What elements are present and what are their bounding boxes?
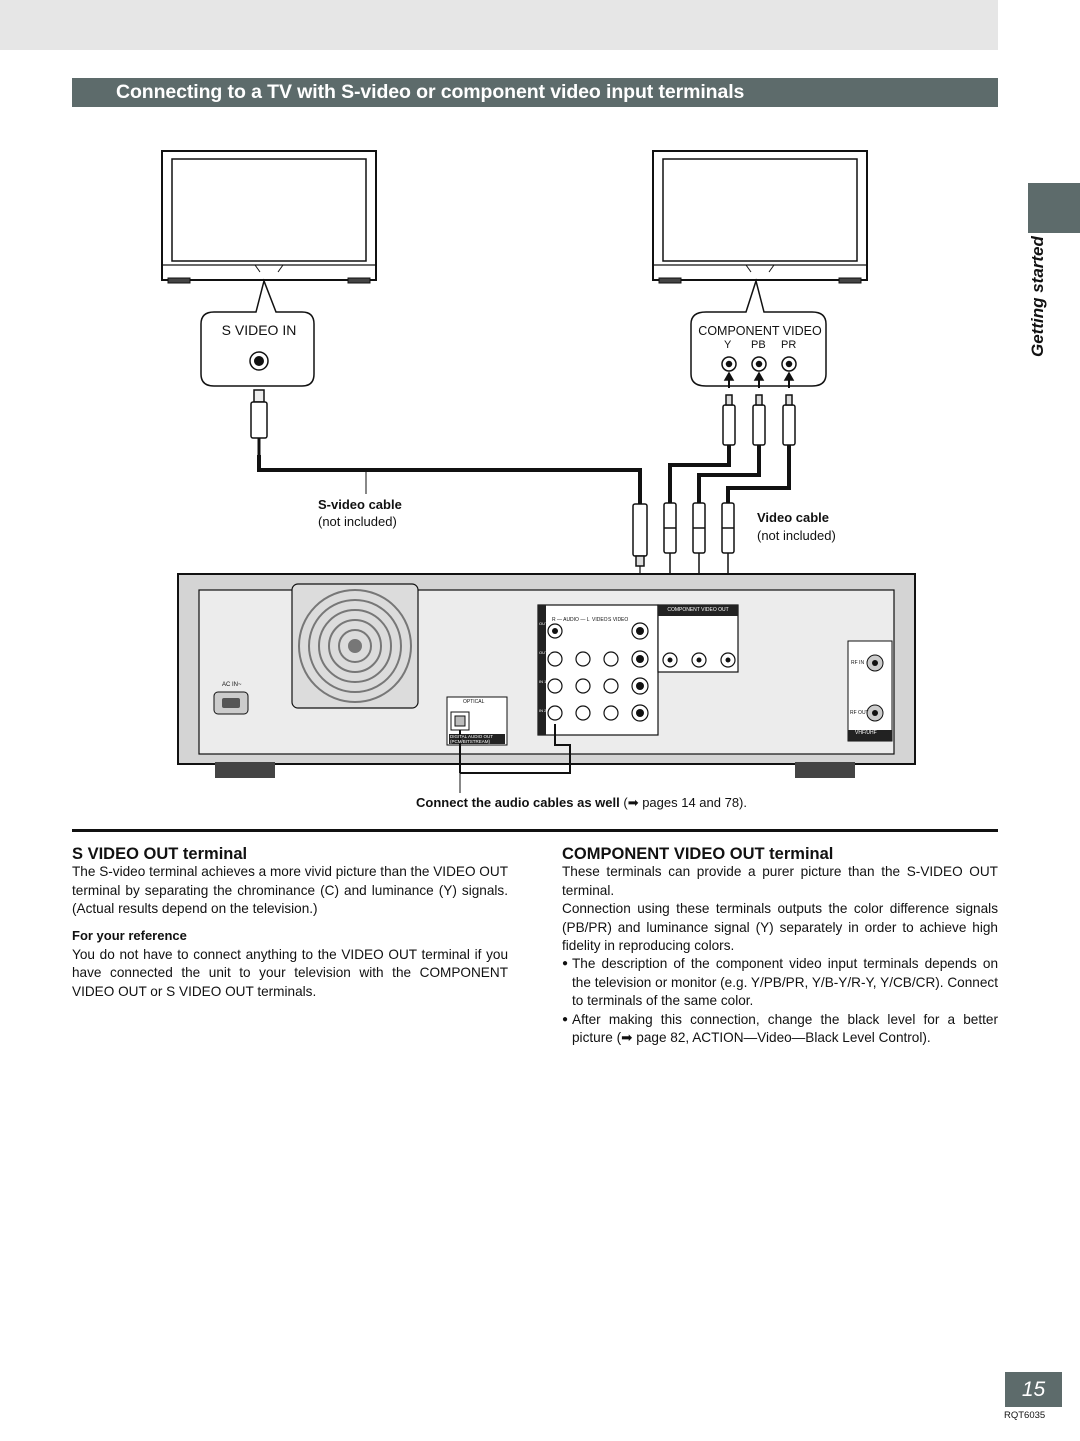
svideo-out-section: S VIDEO OUT terminal The S-video termina… <box>72 845 508 1001</box>
svideo-out-heading: S VIDEO OUT terminal <box>72 845 248 863</box>
section-tab-marker <box>1028 183 1080 233</box>
rf-out-label: RF OUT <box>850 710 869 716</box>
for-your-reference-body: You do not have to connect anything to t… <box>72 947 508 999</box>
component-y-label: Y <box>724 339 732 351</box>
page-title: Connecting to a TV with S-video or compo… <box>72 78 998 107</box>
rf-panel <box>847 640 893 742</box>
row-label-out2: OUT 2 <box>539 650 551 655</box>
digital-audio-out-label: DIGITAL AUDIO OUT <box>450 734 494 739</box>
component-out-bullets: The description of the component video i… <box>562 955 998 1047</box>
page-number: 15 <box>1005 1372 1062 1407</box>
ac-in-label: AC IN~ <box>222 682 242 688</box>
vhf-uhf-label: VHF/UHF <box>855 730 877 736</box>
svideo-plug-top <box>250 389 268 460</box>
header-band <box>0 0 998 50</box>
svideo-in-label: S VIDEO IN <box>221 322 297 338</box>
svideo-cable-label: S-video cable <box>318 497 402 512</box>
fan-grille <box>291 583 419 709</box>
audio-note-rest: (➡ pages 14 and 78). <box>623 795 747 810</box>
component-pr-label: PR <box>781 339 797 351</box>
dvd-recorder-rear <box>177 573 916 778</box>
row-label-in1: IN 1 <box>539 679 547 684</box>
component-plugs-top <box>722 371 796 446</box>
bullet-item: After making this connection, change the… <box>562 1011 998 1048</box>
component-out-p1: These terminals can provide a purer pict… <box>562 864 998 898</box>
component-video-in-label: COMPONENT VIDEO <box>698 324 822 338</box>
video-label: VIDEO <box>592 617 608 623</box>
model-code: RQT6035 <box>1004 1410 1046 1421</box>
s-video-label: S VIDEO <box>608 617 629 623</box>
audio-cables-note: Connect the audio cables as well (➡ page… <box>416 795 747 811</box>
rf-in-label: RF IN <box>851 660 865 666</box>
svideo-cable-note: (not included) <box>318 514 397 529</box>
row-label-out1: OUT 1 <box>539 621 551 626</box>
component-pb-label: PB <box>751 339 766 351</box>
left-tv <box>161 150 377 284</box>
audio-note-bold: Connect the audio cables as well <box>416 795 620 810</box>
pcm-bitstream-label: (PCM/BITSTREAM) <box>450 739 490 744</box>
video-cable-label: Video cable <box>757 510 830 525</box>
right-tv <box>652 150 868 284</box>
svideo-in-port <box>249 351 269 371</box>
component-out-heading: COMPONENT VIDEO OUT terminal <box>562 845 834 863</box>
component-in-ports <box>721 356 797 372</box>
svideo-in-callout <box>200 278 315 387</box>
bullet-item: The description of the component video i… <box>562 955 998 1010</box>
component-out-p2: Connection using these terminals outputs… <box>562 901 998 954</box>
component-out-section: COMPONENT VIDEO OUT terminal These termi… <box>562 845 998 1047</box>
optical-label: OPTICAL <box>463 699 485 705</box>
audio-row-label: R — AUDIO — L <box>552 617 590 623</box>
svideo-cable <box>257 455 642 504</box>
component-cables <box>668 445 791 503</box>
svideo-out-body: The S-video terminal achieves a more viv… <box>72 864 508 917</box>
component-out-label: COMPONENT VIDEO OUT <box>667 607 729 613</box>
row-label-in2: IN 2 <box>539 708 547 713</box>
for-your-reference-heading: For your reference <box>72 927 187 943</box>
connection-diagram <box>161 150 916 793</box>
section-divider <box>72 829 998 832</box>
video-cable-note: (not included) <box>757 528 836 543</box>
